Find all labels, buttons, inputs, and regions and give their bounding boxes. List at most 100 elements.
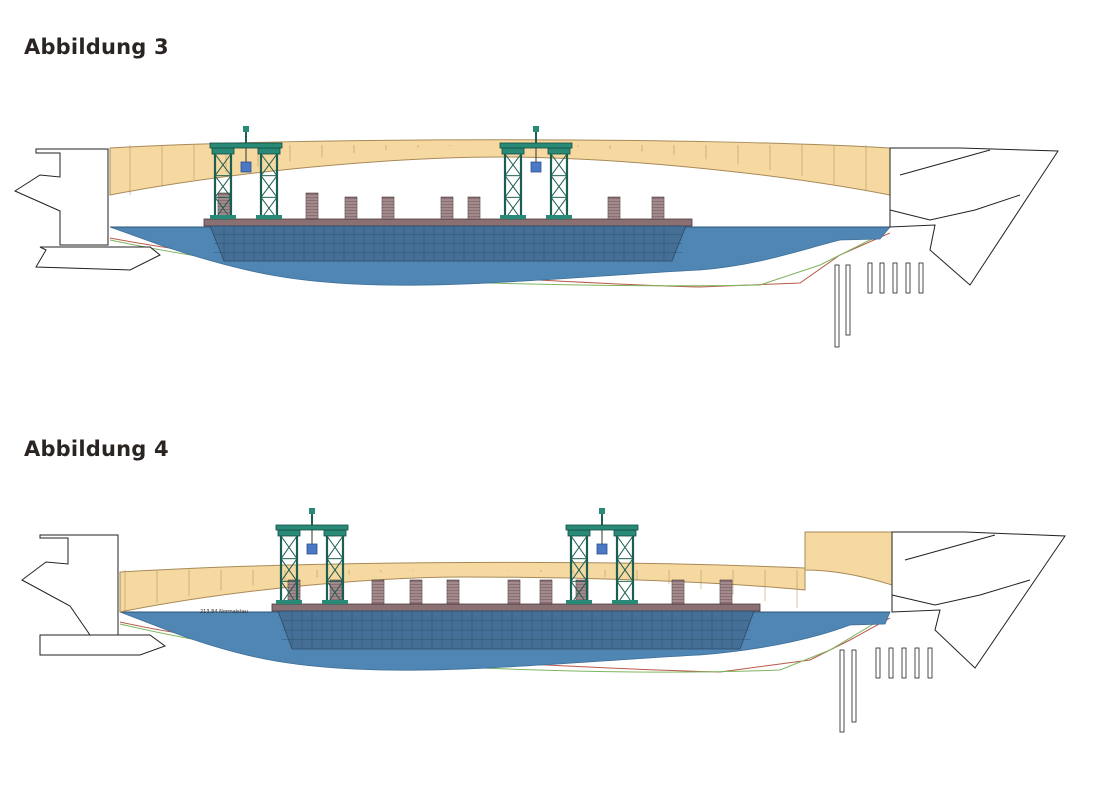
pile [927,647,933,679]
tower-top-beam [499,142,573,149]
crib-stack [607,196,621,220]
tower-brace [616,535,634,559]
tower-foot [566,600,592,604]
crane-head [309,508,315,514]
pile [918,262,924,294]
tower-crossbeam [277,529,301,537]
crib-block [607,196,621,220]
tower-brace [570,535,588,559]
pile [879,262,885,294]
tower-foot [210,215,236,219]
tower-foot [276,600,302,604]
barge-deck [203,218,693,227]
tower-brace [260,175,278,198]
crib-stack [305,192,319,220]
tower-brace [504,153,522,176]
pile [867,262,873,294]
tower-crossbeam [211,147,235,155]
pile [914,647,920,679]
bridge-arch [109,139,891,196]
tower-brace [550,153,568,176]
crib-stack [381,196,395,220]
bridge-arch-segment [804,531,893,586]
crib-block [344,196,358,220]
pile [901,647,907,679]
crane-head [243,126,249,132]
right-bank-outline [889,149,1021,221]
crib-stack [539,579,553,605]
pile [834,264,840,348]
figure-3-scene [13,126,1059,348]
figure-3-diagram [13,126,1059,348]
tower-crossbeam [501,147,525,155]
hydraulic-jack [596,543,608,555]
crib-block [440,196,454,220]
tower-crossbeam [547,147,571,155]
tower-crossbeam [257,147,281,155]
tower-foot [322,600,348,604]
tower-brace [280,558,298,582]
tower-brace [326,535,344,559]
crib-stack [371,579,385,605]
right-abutment [889,147,1059,286]
lifting-tower [500,147,526,220]
barge-deck [271,603,761,612]
pile [839,649,845,733]
tower-foot [500,215,526,219]
tower-brace [616,558,634,582]
crib-stack [409,579,423,605]
lifting-tower [322,529,348,605]
crane-head [533,126,539,132]
lifting-tower [256,147,282,220]
water-level-label: 213.84 Normalstau [200,609,248,615]
tower-brace [214,153,232,176]
left-abutment [21,534,167,656]
figure-3-title: Abbildung 3 [24,35,169,59]
pile [892,262,898,294]
tower-crossbeam [567,529,591,537]
crib-stack [671,579,685,605]
crib-stack [507,579,521,605]
tower-brace [214,175,232,198]
pile [851,649,857,723]
crib-stack [719,579,733,605]
tower-crossbeam [613,529,637,537]
crib-stack [344,196,358,220]
tower-foot [612,600,638,604]
lifting-tower [566,529,592,605]
pile [875,647,881,679]
crib-block [381,196,395,220]
left-abutment [13,148,161,271]
crane-head [599,508,605,514]
crib-stack [446,579,460,605]
crib-block [305,192,319,220]
tower-top-beam [565,524,639,531]
crib-stack [651,196,665,220]
tower-top-beam [209,142,283,149]
crib-stack [440,196,454,220]
lifting-tower [210,147,236,220]
pile [905,262,911,294]
tower-brace [570,558,588,582]
tower-foot [546,215,572,219]
hydraulic-jack [306,543,318,555]
tower-brace [504,175,522,198]
figure-4-scene [21,508,1066,733]
lifting-tower [546,147,572,220]
lifting-tower [276,529,302,605]
tower-brace [280,535,298,559]
figure-4-title: Abbildung 4 [24,437,169,461]
crib-block [467,196,481,220]
right-bank-outline [891,534,1031,606]
tower-foot [256,215,282,219]
tower-brace [326,558,344,582]
pile [845,264,851,336]
tower-brace [260,153,278,176]
right-abutment [891,531,1066,669]
crib-block [651,196,665,220]
pile [888,647,894,679]
figure-4-diagram: 213.84 Normalstau [21,508,1066,733]
crib-stack [467,196,481,220]
hydraulic-jack [530,161,542,173]
tower-brace [550,175,568,198]
